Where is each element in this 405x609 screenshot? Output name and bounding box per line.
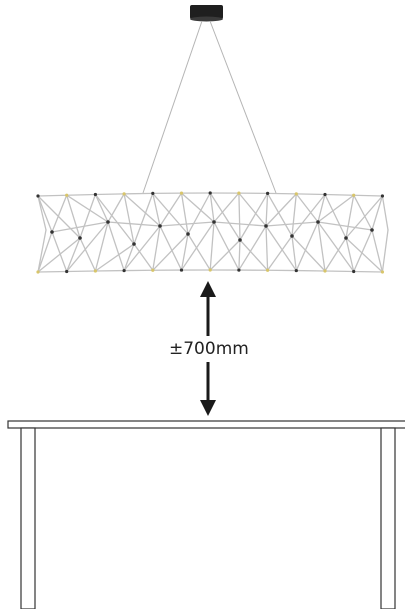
height-arrow	[200, 281, 216, 416]
table-leg-left	[20, 427, 36, 609]
table-top	[7, 420, 405, 429]
table	[7, 420, 405, 609]
table-leg-right	[380, 427, 396, 609]
suspension-cables	[142, 20, 277, 194]
ceiling-canopy	[190, 5, 223, 22]
height-dimension-label: ±700mm	[168, 339, 250, 359]
pendant-lamp-frame	[36, 191, 389, 274]
